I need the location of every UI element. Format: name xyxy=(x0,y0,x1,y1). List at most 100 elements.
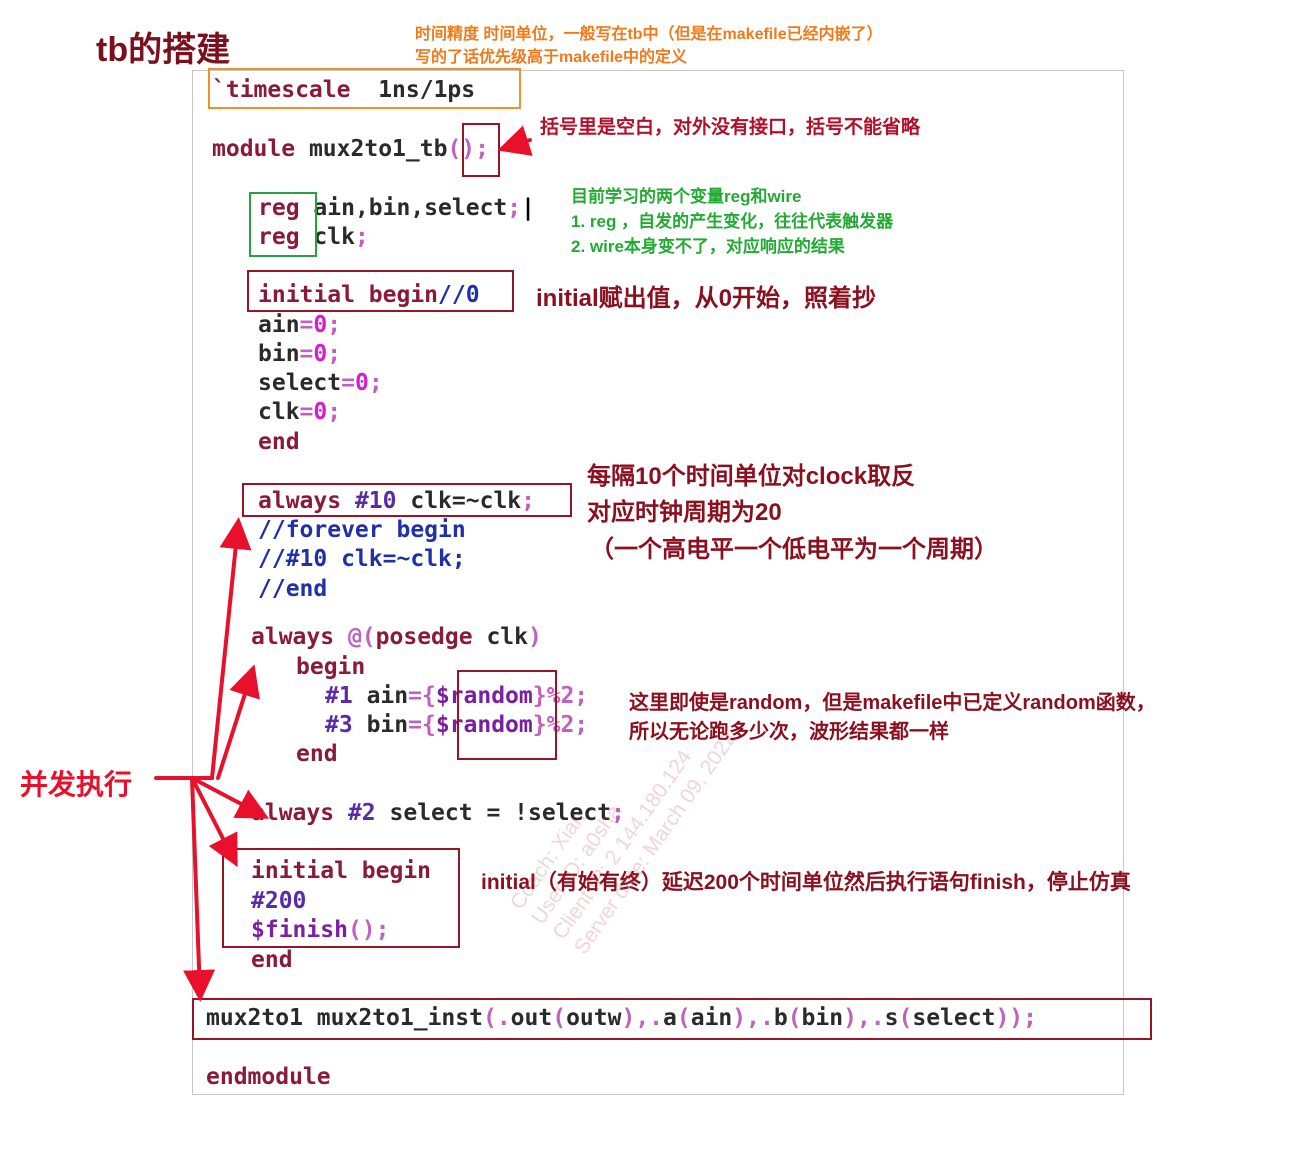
finish-tail: (); xyxy=(347,917,390,943)
inst-port: out xyxy=(510,1005,553,1031)
code-line-always-clk: always #10 clk=~clk; xyxy=(258,487,535,515)
inst-punct: ( xyxy=(676,1005,691,1031)
rand-b-lhs: bin xyxy=(366,712,409,738)
inst-punct: ( xyxy=(787,1005,802,1031)
code-line-end: end xyxy=(258,429,300,455)
inst-port: s xyxy=(884,1005,899,1031)
arrow-to-instance xyxy=(183,776,216,1002)
reg-keyword: reg xyxy=(258,195,300,221)
random-note-line2: 所以无论跑多少次，波形结果都一样 xyxy=(629,721,949,743)
posedge-close: ) xyxy=(528,624,542,650)
initial-comment: //0 xyxy=(438,282,480,308)
code-line-initial2: initial begin xyxy=(251,858,432,884)
ain-eq: = xyxy=(299,312,314,338)
rand-a-tail: }%2; xyxy=(532,683,589,709)
arrow-to-always-posedge xyxy=(216,664,260,780)
clk-var: clk xyxy=(258,399,300,425)
code-line-timescale: `timescale 1ns/1ps xyxy=(212,76,475,104)
always-select-semi: ; xyxy=(611,800,625,826)
code-line-comment3: //end xyxy=(258,576,328,602)
clock-note-line2: 对应时钟周期为20 xyxy=(587,499,782,526)
select-var: select xyxy=(258,370,342,396)
reg2-semicolon: ; xyxy=(354,224,369,250)
ain-semi: ; xyxy=(327,312,342,338)
code-line-instance: mux2to1 mux2to1_inst(.out(outw),.a(ain),… xyxy=(206,1004,1037,1032)
reg-keyword: reg xyxy=(258,224,300,250)
rand-b-tail: }%2; xyxy=(532,712,589,738)
code-line-finish: $finish(); xyxy=(251,916,389,944)
code-line-delay200: #200 xyxy=(251,888,307,914)
initial-highlight-box xyxy=(247,270,514,312)
bin-semi: ; xyxy=(327,341,342,367)
posedge-keyword: posedge xyxy=(375,624,473,650)
arrow-to-always-select xyxy=(190,776,270,819)
clock-note-line1: 每隔10个时间单位对clock取反 xyxy=(587,463,916,490)
delay-1: #1 xyxy=(325,683,353,709)
arrow-to-always-clk xyxy=(210,517,252,780)
inst-port: b xyxy=(773,1005,788,1031)
clk-val: 0 xyxy=(313,399,328,425)
delay-10: #10 xyxy=(354,488,397,514)
inst-punct: )); xyxy=(995,1005,1037,1031)
code-line-select: select=0; xyxy=(258,369,383,397)
inst-name: mux2to1_inst xyxy=(316,1005,483,1031)
always-clk-semi: ; xyxy=(521,488,535,514)
code-line-comment2: //#10 clk=~clk; xyxy=(258,546,466,572)
bin-val: 0 xyxy=(313,341,328,367)
inst-punct: ( xyxy=(898,1005,913,1031)
code-line-end2: end xyxy=(296,741,338,767)
code-panel xyxy=(192,70,1124,1095)
reg1-vars: ain,bin,select xyxy=(313,195,508,221)
delay-2: #2 xyxy=(347,800,376,826)
page-title: tb的搭建 xyxy=(96,31,231,69)
arrow-to-parens xyxy=(497,125,533,156)
instance-highlight-box xyxy=(192,998,1152,1040)
code-line-rand-b: #3 bin={$random}%2; xyxy=(325,711,588,739)
inst-punct: ),. xyxy=(732,1005,774,1031)
timescale-note-line2: 写的了话优先级高于makefile中的定义 xyxy=(415,49,688,66)
rand-b-eq: ={ xyxy=(408,712,436,738)
code-line-ain: ain=0; xyxy=(258,311,341,339)
vars-note-line1: 目前学习的两个变量reg和wire xyxy=(571,187,802,206)
posedge-signal: clk xyxy=(486,624,528,650)
clock-note-line3: （一个高电平一个低电平为一个周期） xyxy=(590,536,998,563)
select-val: 0 xyxy=(354,370,369,396)
reg-highlight-box xyxy=(249,192,317,257)
timescale-highlight-box xyxy=(208,68,521,109)
select-semi: ; xyxy=(368,370,383,396)
arrow-to-initial-finish xyxy=(190,776,238,868)
text-cursor: | xyxy=(521,195,535,221)
code-line-clk: clk=0; xyxy=(258,398,341,426)
random-highlight-box xyxy=(457,670,557,760)
code-line-module: module mux2to1_tb(); xyxy=(212,135,489,163)
initial-keyword: initial begin xyxy=(258,282,439,308)
delay-3: #3 xyxy=(325,712,353,738)
clk-eq: = xyxy=(299,399,314,425)
timescale-note-line1: 时间精度 时间单位，一般写在tb中（但是在makefile已经内嵌了） xyxy=(415,26,883,43)
concurrent-label: 并发执行 xyxy=(20,769,133,800)
code-line-rand-a: #1 ain={$random}%2; xyxy=(325,682,588,710)
inst-punct: ),. xyxy=(621,1005,664,1031)
rand-a-lhs: ain xyxy=(366,683,409,709)
module-semicolon: ; xyxy=(475,136,490,162)
random-note-line1: 这里即使是random，但是makefile中已定义random函数， xyxy=(629,692,1156,714)
inst-punct: (. xyxy=(482,1005,511,1031)
code-line-endmodule: endmodule xyxy=(206,1064,331,1090)
module-keyword: module xyxy=(212,136,296,162)
code-line-bin: bin=0; xyxy=(258,340,341,368)
select-toggle-stmt: select = !select xyxy=(389,800,612,826)
initial-finish-highlight-box xyxy=(222,848,460,948)
always-keyword: always xyxy=(258,488,342,514)
module-close-paren: ) xyxy=(461,136,476,162)
reg1-semicolon: ; xyxy=(507,195,522,221)
select-eq: = xyxy=(341,370,355,396)
inst-signal: ain xyxy=(690,1005,733,1031)
inst-port: a xyxy=(663,1005,677,1031)
always-clk-highlight-box xyxy=(242,483,572,517)
inst-signal: select xyxy=(912,1005,996,1031)
always-keyword: always xyxy=(251,624,335,650)
module-name: mux2to1_tb xyxy=(308,136,448,162)
clk-semi: ; xyxy=(327,399,342,425)
bin-var: bin xyxy=(258,341,300,367)
